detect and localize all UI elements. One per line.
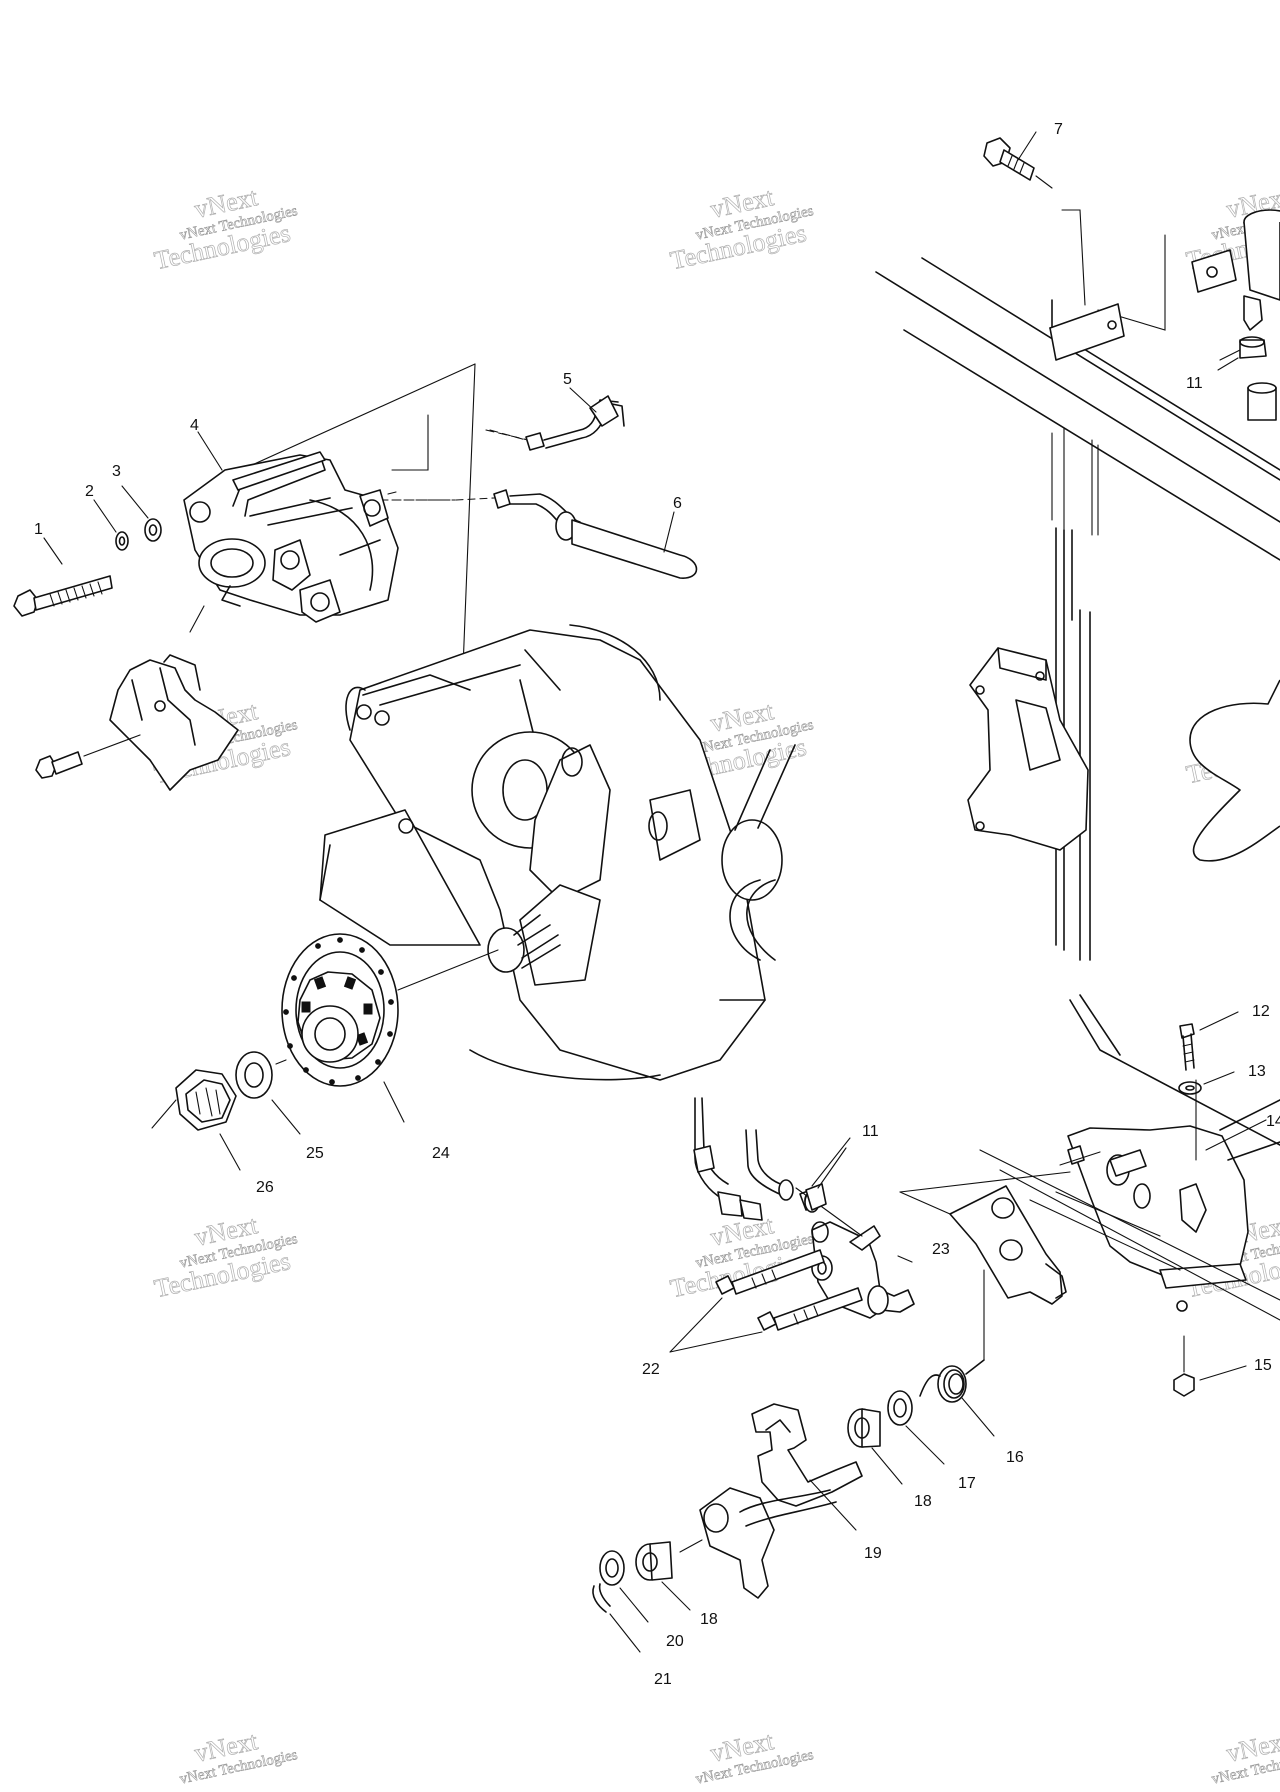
watermark-low-left: vNext vNext Technologies Technologies [151,1210,299,1304]
part-24-brake-disc [281,933,499,1087]
callout-13: 13 [1248,1063,1266,1080]
callout-19: 19 [864,1545,882,1562]
part-17-washer [887,1390,945,1465]
callout-16: 16 [1006,1449,1024,1466]
callout-18-lower: 18 [700,1611,718,1628]
watermark-bottom-center: vNext vNext Technologies [694,1726,815,1788]
part-6-brake-hose [455,489,698,579]
part-20-washer [599,1550,649,1623]
frame-rails [875,234,1280,1146]
part-3-washer [144,518,162,542]
part-18-bushing-lower [635,1539,703,1611]
part-1-bolt [13,575,113,617]
part-21-cotter-pin [592,1583,641,1653]
callout-7: 7 [1054,121,1063,138]
callout-11-lower: 11 [862,1123,879,1140]
part-4-brake-caliper [183,451,456,623]
watermark-top-left: vNext vNext Technologies Technologies [151,182,299,276]
part-26-nut [151,1069,237,1131]
callout-2: 2 [85,483,94,500]
callout-3: 3 [112,463,121,480]
part-7-bolt [983,137,1053,189]
callout-1: 1 [34,521,43,538]
part-12-bolt [1179,1011,1239,1071]
part-19-brake-pedal [699,1403,863,1599]
callout-17: 17 [958,1475,976,1492]
callout-11-upper: 11 [1186,375,1203,392]
part-15-nut [1173,1335,1247,1397]
callout-12: 12 [1252,1003,1270,1020]
callout-15: 15 [1254,1357,1272,1374]
gearcase-housing [345,624,796,1081]
part-2-lock-washer [115,531,129,551]
watermark-bottom-left: vNext vNext Technologies [178,1726,299,1788]
right-hub-partial [1189,679,1280,862]
part-16-spring [919,1359,995,1437]
upper-reservoir-fitting [1191,209,1280,421]
part-25-washer [235,1051,287,1099]
brake-pad-pin [35,734,141,779]
watermark-bottom-right: vNext vNext Technologies [1210,1726,1280,1788]
callout-14: 14 [1266,1113,1280,1130]
brake-pad-plate [109,605,239,791]
part-22-bolts [669,1249,863,1353]
callout-18-upper: 18 [914,1493,932,1510]
callout-leaders [43,131,1239,1263]
callout-21: 21 [654,1671,672,1688]
mounting-bracket-center [967,647,1089,851]
rail-mounting-tab [1049,209,1125,361]
part-13-washer [1178,1071,1235,1095]
part-23-pedal-plate [949,1185,1067,1361]
callout-23: 23 [932,1241,950,1258]
callout-26: 26 [256,1179,274,1196]
part-5-brake-line-fitting [489,395,625,451]
callout-6: 6 [673,495,682,512]
callout-5: 5 [563,371,572,388]
brake-lines-lower [693,1097,821,1221]
lower-assembly-lines [899,1149,1280,1321]
part-18-bushing-upper [847,1408,903,1485]
callout-22: 22 [642,1361,660,1378]
gearcase-left-bracket [319,809,481,946]
callout-labels: 1 2 3 4 5 6 7 11 11 12 13 14 15 16 17 18… [34,121,1280,1688]
callout-25: 25 [306,1145,324,1162]
callout-20: 20 [666,1633,684,1650]
part-14-bracket [1067,1079,1280,1312]
callout-4: 4 [190,417,199,434]
part-11-lower-clip [804,1147,847,1213]
callout-24: 24 [432,1145,450,1162]
watermark-top-center: vNext vNext Technologies Technologies [667,182,815,276]
